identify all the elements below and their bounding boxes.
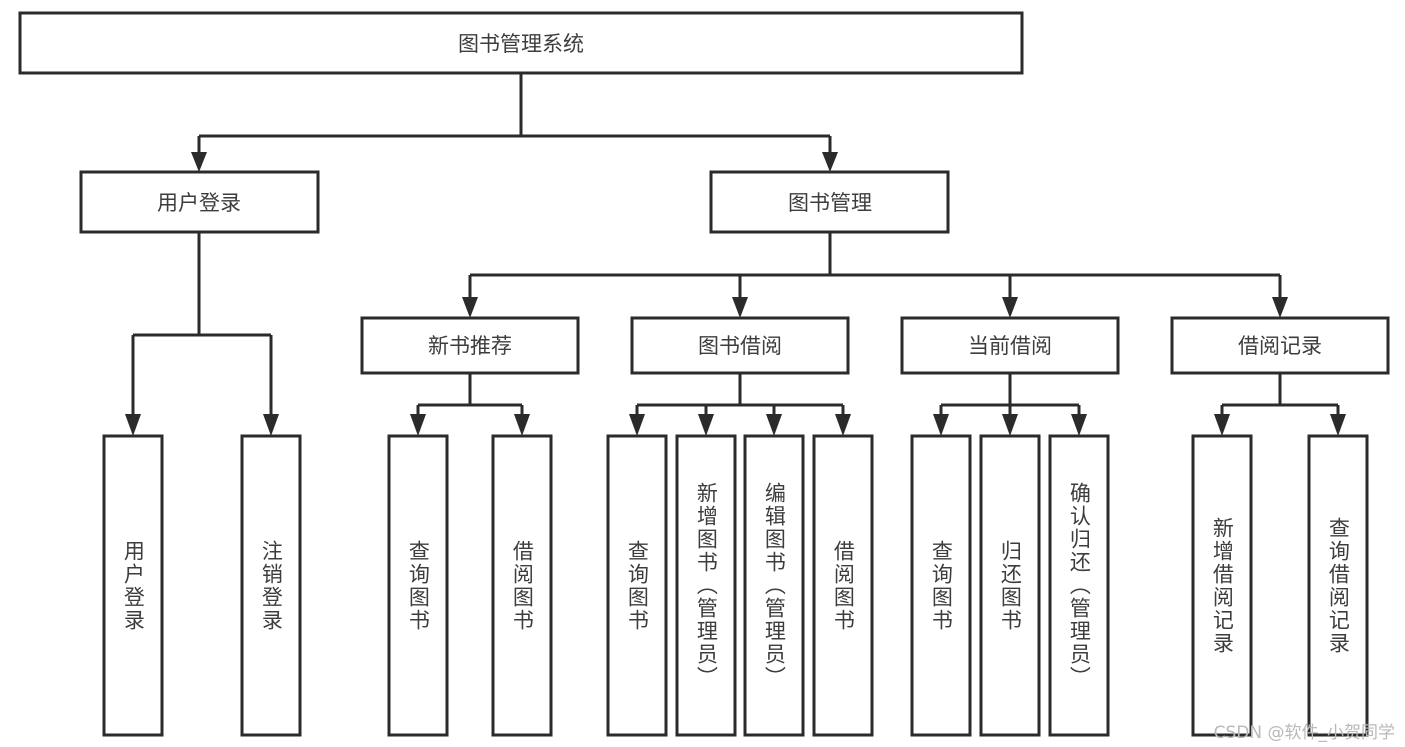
leaf-query-book-recommend-box[interactable] bbox=[387, 434, 449, 737]
leaf-confirm-return-box[interactable] bbox=[1048, 434, 1110, 737]
csdn-watermark: CSDN @软件_小贺同学 bbox=[1213, 723, 1395, 743]
book-borrow-box[interactable] bbox=[630, 316, 850, 375]
arrow-current-borrow bbox=[1002, 297, 1018, 318]
leaf-add-borrow-record-box[interactable] bbox=[1191, 434, 1253, 737]
arrow-leaf-edit-book bbox=[766, 414, 782, 436]
user-login-label: 用户登录 bbox=[157, 191, 241, 215]
arrow-leaf-user-login bbox=[125, 414, 141, 436]
node-book-manage[interactable]: 图书管理 bbox=[709, 170, 950, 234]
arrow-leaf-add-borrow-record bbox=[1214, 414, 1230, 436]
arrow-leaf-query-book-recommend bbox=[410, 414, 426, 436]
borrow-record-label: 借阅记录 bbox=[1238, 334, 1322, 358]
leaf-add-book-box[interactable] bbox=[675, 434, 737, 737]
arrow-leaf-confirm-return bbox=[1071, 414, 1087, 436]
node-root[interactable]: 图书管理系统 bbox=[18, 11, 1024, 75]
arrow-book-manage bbox=[822, 152, 838, 172]
new-book-recommend-label: 新书推荐 bbox=[428, 334, 512, 358]
leaf-query-borrow-record-box[interactable] bbox=[1307, 434, 1369, 737]
node-user-login[interactable]: 用户登录 bbox=[79, 170, 320, 234]
book-manage-box[interactable] bbox=[709, 170, 950, 234]
leaf-borrow-book-box[interactable] bbox=[812, 434, 874, 737]
arrow-borrow-record bbox=[1272, 297, 1288, 318]
new-book-recommend-box[interactable] bbox=[360, 316, 580, 375]
borrow-record-box[interactable] bbox=[1170, 316, 1390, 375]
arrow-new-book-recommend bbox=[462, 297, 478, 318]
current-borrow-box[interactable] bbox=[900, 316, 1120, 375]
arrow-leaf-return-book bbox=[1002, 414, 1018, 436]
arrow-leaf-borrow-book-recommend bbox=[514, 414, 530, 436]
leaf-query-book-borrow-box[interactable] bbox=[606, 434, 668, 737]
node-current-borrow[interactable]: 当前借阅 bbox=[900, 316, 1120, 375]
leaf-borrow-book-recommend-box[interactable] bbox=[491, 434, 553, 737]
book-manage-label: 图书管理 bbox=[788, 191, 872, 215]
leaf-user-login-box[interactable] bbox=[102, 434, 164, 737]
connector-layer bbox=[125, 73, 1346, 436]
leaf-layer bbox=[102, 434, 1369, 737]
arrow-leaf-query-book-borrow bbox=[629, 414, 645, 436]
leaf-query-book-current-box[interactable] bbox=[910, 434, 972, 737]
leaf-return-book-box[interactable] bbox=[979, 434, 1041, 737]
current-borrow-label: 当前借阅 bbox=[968, 334, 1052, 358]
node-new-book-recommend[interactable]: 新书推荐 bbox=[360, 316, 580, 375]
arrow-leaf-logout-login bbox=[263, 414, 279, 436]
root-box[interactable] bbox=[18, 11, 1024, 75]
node-borrow-record[interactable]: 借阅记录 bbox=[1170, 316, 1390, 375]
arrow-book-borrow bbox=[732, 297, 748, 318]
root-label: 图书管理系统 bbox=[458, 32, 584, 56]
user-login-box[interactable] bbox=[79, 170, 320, 234]
leaf-logout-login-box[interactable] bbox=[240, 434, 302, 737]
arrow-leaf-add-book bbox=[698, 414, 714, 436]
book-borrow-label: 图书借阅 bbox=[698, 334, 782, 358]
arrow-leaf-query-book-current bbox=[933, 414, 949, 436]
arrow-user-login bbox=[191, 152, 207, 172]
leaf-edit-book-box[interactable] bbox=[743, 434, 805, 737]
node-book-borrow[interactable]: 图书借阅 bbox=[630, 316, 850, 375]
arrow-leaf-query-borrow-record bbox=[1330, 414, 1346, 436]
arrow-leaf-borrow-book bbox=[835, 414, 851, 436]
